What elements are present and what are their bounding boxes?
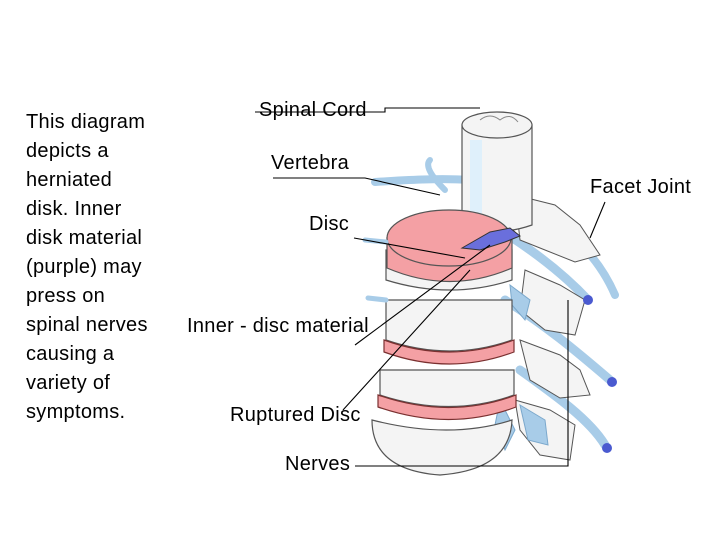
description-text: This diagram depicts a herniated disk. I… bbox=[26, 108, 196, 427]
description-line: press on bbox=[26, 285, 106, 307]
spinal-cord bbox=[461, 111, 533, 233]
label-inner-disc-material: Inner - disc material bbox=[187, 315, 369, 337]
description-line: disk material bbox=[26, 227, 143, 249]
label-ruptured-disc: Ruptured Disc bbox=[230, 404, 361, 426]
herniated-material bbox=[460, 227, 521, 251]
description-line: spinal nerves bbox=[26, 314, 148, 336]
posterior-elements bbox=[494, 194, 601, 461]
description-line: (purple) may bbox=[26, 256, 142, 278]
label-nerves: Nerves bbox=[285, 453, 351, 475]
description-line: symptoms. bbox=[26, 401, 126, 423]
label-vertebra: Vertebra bbox=[271, 152, 350, 174]
label-facet-joint: Facet Joint bbox=[590, 176, 692, 198]
description-line: disk. Inner bbox=[26, 198, 122, 220]
description-line: depicts a bbox=[26, 140, 109, 162]
description-line: causing a bbox=[26, 343, 115, 365]
label-disc: Disc bbox=[309, 213, 350, 235]
description-line: variety of bbox=[26, 372, 111, 394]
description-line: herniated bbox=[26, 169, 113, 191]
description-line: This diagram bbox=[26, 111, 146, 133]
nerve-tips bbox=[583, 295, 617, 453]
intervertebral-discs bbox=[377, 209, 517, 421]
label-spinal-cord: Spinal Cord bbox=[259, 99, 367, 121]
left-nerves bbox=[362, 237, 389, 303]
leader-lines bbox=[255, 107, 606, 467]
